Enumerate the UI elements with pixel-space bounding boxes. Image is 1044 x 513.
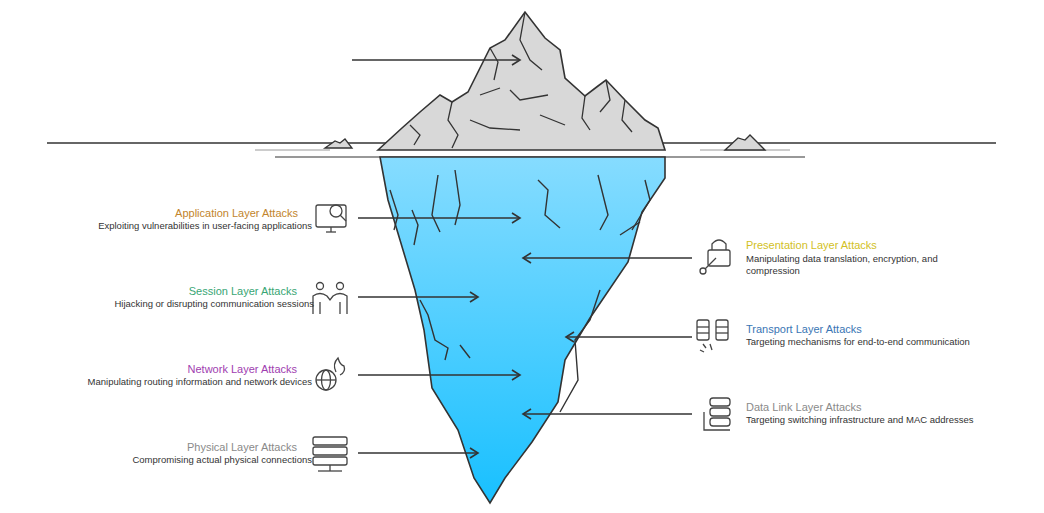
layer-heading: Network Layer Attacks xyxy=(188,363,297,376)
layer-description: Hijacking or disrupting communication se… xyxy=(114,298,314,310)
layer-heading: Session Layer Attacks xyxy=(189,285,297,298)
layer-description: Targeting switching infrastructure and M… xyxy=(746,414,974,426)
layer-heading: Transport Layer Attacks xyxy=(746,323,862,336)
layer-heading: Physical Layer Attacks xyxy=(187,441,297,454)
layer-heading: Presentation Layer Attacks xyxy=(746,239,877,252)
layer-heading: Application Layer Attacks xyxy=(175,207,298,220)
layer-description: Manipulating routing information and net… xyxy=(88,376,312,388)
layer-description: Targeting mechanisms for end-to-end comm… xyxy=(746,336,970,348)
layer-heading: Data Link Layer Attacks xyxy=(746,401,862,414)
layer-description: Exploiting vulnerabilities in user-facin… xyxy=(98,220,312,232)
layer-description: Manipulating data translation, encryptio… xyxy=(746,253,982,277)
layer-description: Compromising actual physical connections xyxy=(132,454,312,466)
